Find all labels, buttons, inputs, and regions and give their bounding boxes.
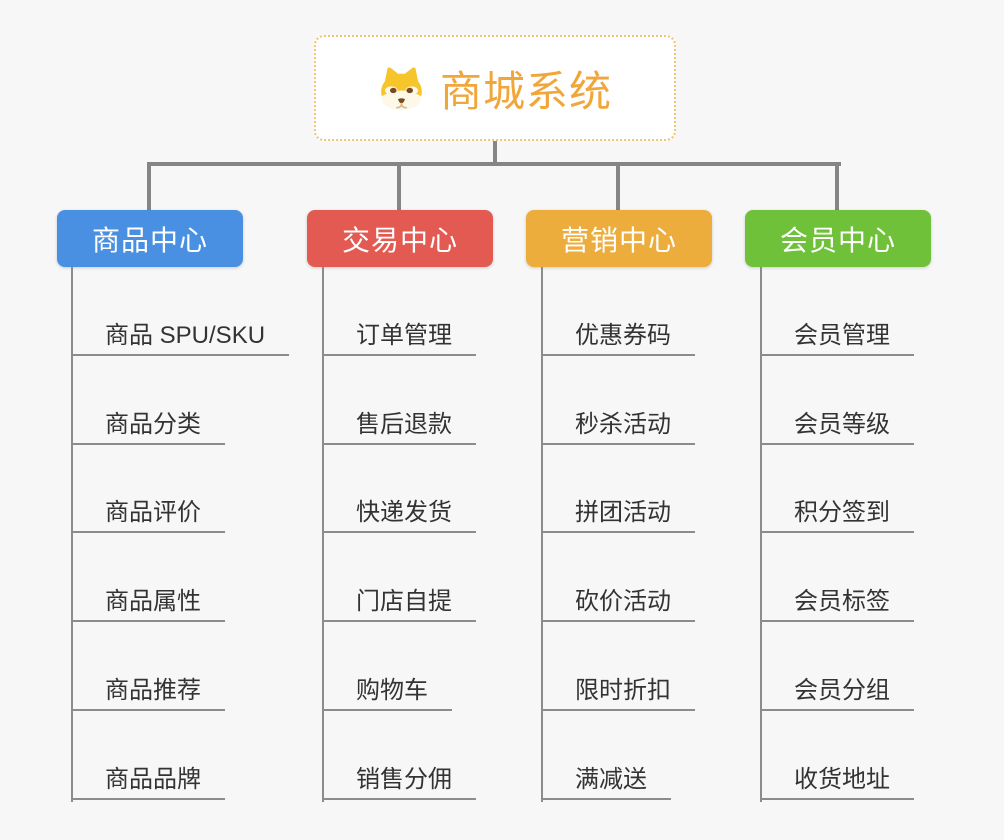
branch-drop-connector bbox=[835, 162, 839, 210]
branch-node-member-center[interactable]: 会员中心 bbox=[745, 210, 931, 267]
branch-node-trade-center[interactable]: 交易中心 bbox=[307, 210, 493, 267]
leaf-node[interactable]: 砍价活动 bbox=[541, 533, 695, 623]
dog-face-icon bbox=[381, 66, 422, 110]
column-spine-line bbox=[760, 267, 762, 802]
leaf-node[interactable]: 积分签到 bbox=[760, 445, 914, 534]
leaf-node[interactable]: 收货地址 bbox=[760, 711, 914, 800]
leaf-node[interactable]: 优惠券码 bbox=[541, 267, 695, 356]
branch-node-product-center[interactable]: 商品中心 bbox=[57, 210, 243, 267]
root-node[interactable]: 商城系统 bbox=[314, 35, 676, 141]
leaf-node[interactable]: 会员等级 bbox=[760, 356, 914, 445]
root-node-label: 商城系统 bbox=[439, 67, 612, 115]
leaf-node[interactable]: 秒杀活动 bbox=[541, 356, 695, 445]
leaf-node[interactable]: 拼团活动 bbox=[541, 445, 695, 534]
branch-children-member-center: 会员管理 会员等级 积分签到 会员标签 会员分组 收货地址 bbox=[760, 267, 914, 800]
column-spine-line bbox=[71, 267, 73, 802]
leaf-node[interactable]: 售后退款 bbox=[322, 356, 476, 445]
leaf-node[interactable]: 商品推荐 bbox=[71, 622, 225, 711]
branch-drop-connector bbox=[616, 162, 620, 210]
leaf-node[interactable]: 销售分佣 bbox=[322, 711, 476, 800]
horizontal-rail-connector bbox=[147, 162, 841, 166]
leaf-node[interactable]: 商品评价 bbox=[71, 445, 225, 534]
branch-drop-connector bbox=[147, 162, 151, 210]
leaf-node[interactable]: 门店自提 bbox=[322, 533, 476, 623]
leaf-node[interactable]: 商品分类 bbox=[71, 356, 225, 445]
root-stem-connector bbox=[493, 140, 497, 164]
leaf-node[interactable]: 商品 SPU/SKU bbox=[71, 267, 290, 356]
leaf-node[interactable]: 订单管理 bbox=[322, 267, 476, 356]
branch-drop-connector bbox=[397, 162, 401, 210]
leaf-node[interactable]: 满减送 bbox=[541, 711, 671, 800]
leaf-node[interactable]: 商品品牌 bbox=[71, 711, 225, 800]
branch-children-marketing-center: 优惠券码 秒杀活动 拼团活动 砍价活动 限时折扣 满减送 bbox=[541, 267, 695, 800]
column-spine-line bbox=[322, 267, 324, 802]
branch-children-trade-center: 订单管理 售后退款 快递发货 门店自提 购物车 销售分佣 bbox=[322, 267, 476, 800]
leaf-node[interactable]: 快递发货 bbox=[322, 445, 476, 534]
leaf-node[interactable]: 会员管理 bbox=[760, 267, 914, 356]
leaf-node[interactable]: 会员标签 bbox=[760, 533, 914, 623]
leaf-node[interactable]: 会员分组 bbox=[760, 622, 914, 711]
leaf-node[interactable]: 购物车 bbox=[322, 622, 452, 711]
branch-children-product-center: 商品 SPU/SKU 商品分类 商品评价 商品属性 商品推荐 商品品牌 bbox=[71, 267, 290, 800]
leaf-node[interactable]: 限时折扣 bbox=[541, 622, 695, 711]
branch-node-marketing-center[interactable]: 营销中心 bbox=[526, 210, 712, 267]
column-spine-line bbox=[541, 267, 543, 802]
leaf-node[interactable]: 商品属性 bbox=[71, 533, 225, 623]
